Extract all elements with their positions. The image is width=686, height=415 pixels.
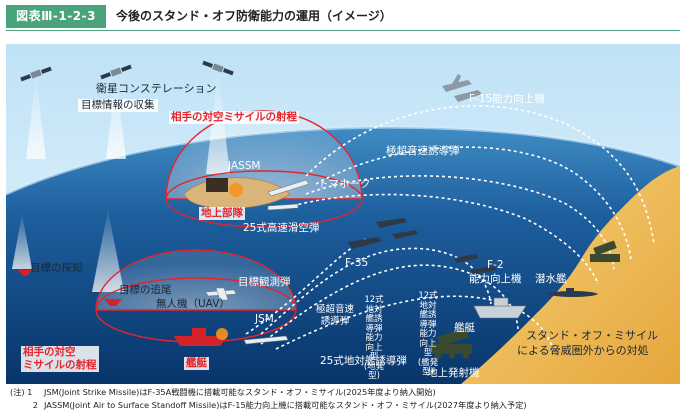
- label-enemy-sam-range-top: 相手の対空ミサイルの射程: [169, 111, 299, 124]
- figure-number-badge: 図表Ⅲ-1-2-3: [6, 5, 106, 28]
- trajectory-jsm: [260, 247, 492, 335]
- enemy-ship-bridge: [192, 328, 206, 336]
- friendly-ship-icon: [473, 305, 527, 319]
- f2-aircraft-icon: [454, 254, 497, 275]
- type12-ground-line: 能力向上型: [365, 333, 383, 362]
- operation-scene: 衛星コンステレーション 目標情報の収集 相手の対空ミサイルの射程 JASSM ト…: [5, 44, 681, 384]
- label-ground-unit: 地上部隊: [199, 207, 245, 220]
- enemy-ship-icon: [174, 336, 228, 346]
- trajectory-type25: [275, 295, 555, 355]
- label-target-tracking: 目標の追尾: [119, 284, 172, 296]
- type12-ship-line: 能力向上型: [419, 329, 437, 358]
- ground-launcher-icon: [590, 240, 620, 262]
- note-1-text: JSM(Joint Strike Missile)はF-35A戦闘機に搭載可能な…: [44, 387, 436, 397]
- label-jsm: JSM: [255, 313, 274, 325]
- label-type12-ship: 12式地対 艦誘導弾 能力向上型 (艦発型): [416, 291, 440, 378]
- trajectory-hvgp: [280, 193, 599, 285]
- trajectory-observation: [245, 238, 367, 335]
- sat-beam-1: [26, 76, 46, 159]
- label-target-info-collection: 目標情報の収集: [78, 99, 158, 112]
- enemy-sam-ring-top: [165, 170, 363, 228]
- friendly-ship-bridge: [493, 297, 509, 307]
- header-divider: [6, 30, 680, 31]
- label-f2-upgrade: 能力向上機: [469, 273, 522, 285]
- type12-ship-line: (艦発型): [417, 357, 439, 377]
- label-standoff-line2: による脅威圏外からの対処: [517, 344, 649, 357]
- submarine-icon: [546, 291, 598, 297]
- label-type25-surface: 25式地対艦誘導弾: [320, 355, 407, 367]
- note-1-number: (注) 1: [10, 387, 33, 397]
- label-destroyer: 艦艇: [454, 322, 475, 334]
- label-enemy-sam-range-bottom: 相手の対空 ミサイルの射程: [21, 346, 99, 372]
- explosion-icon: [216, 328, 228, 340]
- label-enemy-ship: 艦艇: [184, 357, 209, 370]
- satellite-icon: [202, 60, 234, 76]
- label-jassm: JASSM: [228, 160, 261, 172]
- label-hypersonic-missile: 極超音速誘導弾: [386, 145, 460, 157]
- label-uav: 無人機（UAV）: [156, 298, 230, 310]
- sat-beam-4: [92, 210, 124, 292]
- trajectory-f15: [305, 105, 655, 245]
- jsm-missile-icon: [243, 335, 289, 345]
- type12-ground-line: (地発型): [363, 361, 385, 381]
- f35-aircraft-icon: [348, 218, 418, 249]
- f15-aircraft-icon: [454, 90, 482, 102]
- uav-icon: [205, 287, 237, 301]
- satellite-icon: [100, 64, 132, 80]
- enemy-sam-dome-bottom: [95, 249, 297, 311]
- tomahawk-missile-icon: [267, 179, 310, 197]
- label-target-detection: 目標の探知: [30, 262, 83, 274]
- label-hvgp: 25式高速滑空弾: [243, 222, 320, 234]
- submarine-sail: [566, 288, 574, 293]
- ground-launcher-icon: [432, 327, 472, 359]
- explosion-icon: [229, 183, 243, 197]
- label-f15-upgrade: F-15能力向上機: [469, 93, 545, 105]
- label-submarine: 潜水艦: [535, 273, 567, 285]
- sat-beam-2: [106, 76, 126, 159]
- label-satellite-constellation: 衛星コンステレーション: [96, 82, 217, 95]
- note-2-number: 2: [32, 400, 38, 410]
- type12-ship-line: 艦誘導弾: [419, 310, 437, 330]
- note-2: 2 JASSM(Joint Air to Surface Standoff Mis…: [10, 400, 527, 411]
- trajectory-hypersonic: [315, 146, 632, 260]
- note-2-text: JASSM(Joint Air to Surface Standoff Miss…: [44, 400, 527, 410]
- trajectory-tomahawk: [305, 175, 615, 270]
- note-1: (注) 1 JSM(Joint Strike Missile)はF-35A戦闘機に…: [10, 387, 436, 398]
- label-f35: F-35: [345, 257, 369, 269]
- home-territory: [461, 166, 680, 384]
- enemy-ground-unit-icon: [206, 178, 228, 192]
- label-standoff-line1: スタンド・オフ・ミサイル: [526, 329, 658, 342]
- label-type12-ground: 12式地対 艦誘導弾 能力向上型 (地発型): [362, 295, 386, 382]
- figure-title: 今後のスタンド・オフ防衛能力の運用（イメージ）: [116, 9, 392, 23]
- satellite-icon: [20, 66, 52, 82]
- label-ground-launcher: 地上発射機: [427, 367, 480, 379]
- label-target-observation-missile: 目標観測弾: [238, 276, 291, 288]
- f15-aircraft-icon: [442, 74, 472, 92]
- sat-beam-5: [12, 214, 32, 269]
- type12-ground-line: 12式地対: [364, 295, 384, 315]
- horizon-glow: [5, 125, 681, 196]
- label-improved-standoff: 極超音速 誘導弾: [316, 304, 355, 327]
- label-f2: F-2: [487, 259, 504, 271]
- label-tomahawk: トマホーク: [318, 178, 371, 190]
- type12-ground-line: 艦誘導弾: [365, 314, 383, 334]
- missile-trajectories: [245, 105, 655, 355]
- hvgp-icon: [267, 203, 299, 211]
- enemy-vessel-small-icon: [18, 270, 32, 276]
- type12-ship-line: 12式地対: [418, 291, 438, 311]
- enemy-vessel-small-icon: [104, 299, 122, 306]
